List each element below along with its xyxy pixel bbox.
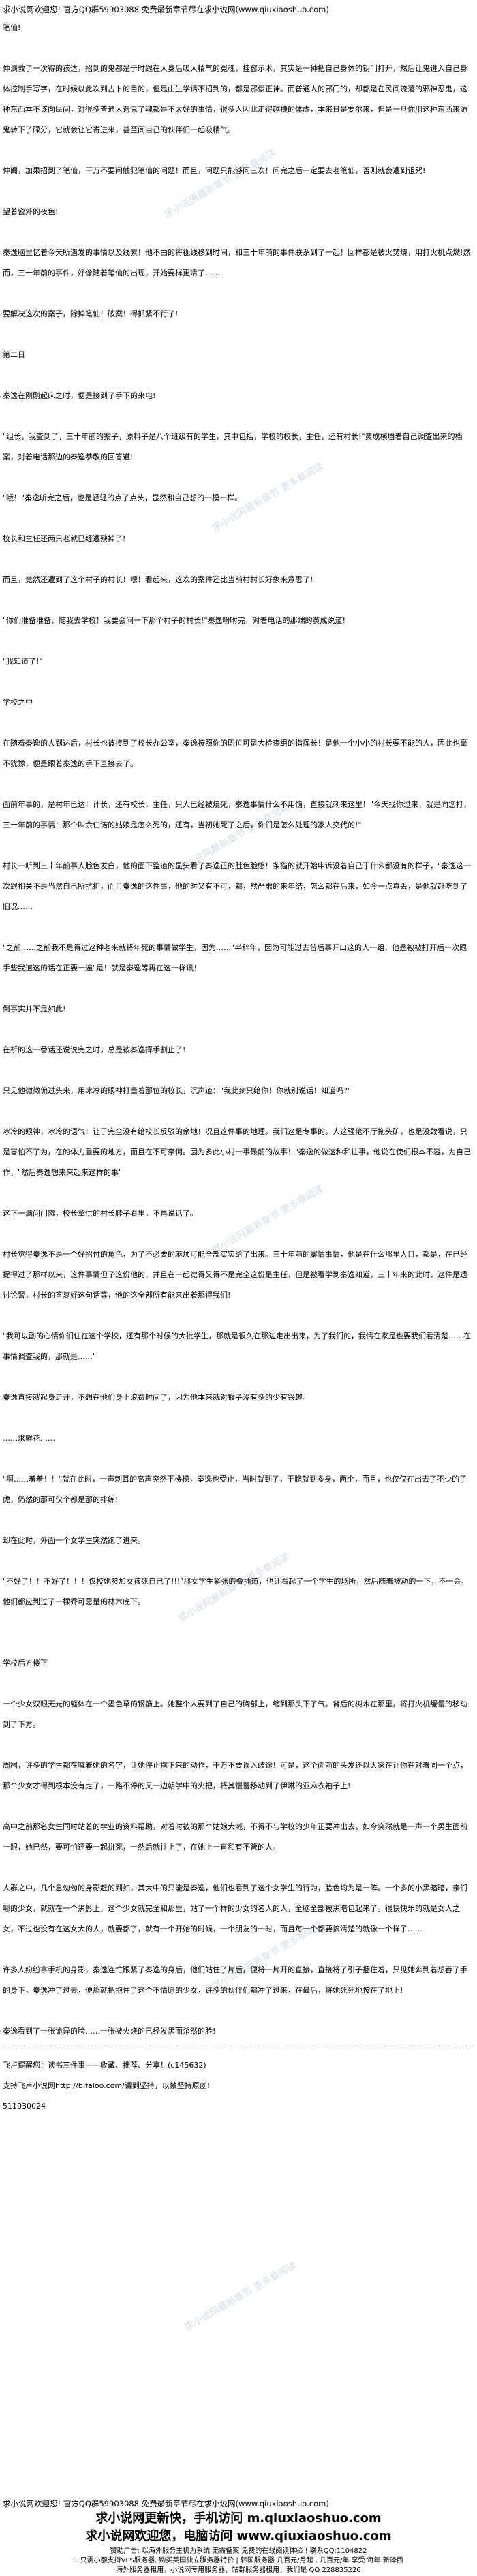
- paragraph: "你们准备准备，随我去学校！我要会问一下那个村子的村长!"秦逸吩咐完，对着电话的…: [3, 616, 345, 625]
- paragraph: 许多人纷纷拿手机的身影，秦逸连忙跟紧了秦逸的身后，他们站住了片后，便将一片开的直…: [3, 1965, 467, 1995]
- page-code: 511030024: [3, 2102, 46, 2111]
- paragraph: "我可以副的心情你们住在这个学校，还有那个时候的大批学生，那就是很久在那边走出出…: [3, 1332, 472, 1361]
- paragraph: 望着窗外的夜色!: [3, 207, 59, 216]
- paragraph: 要解决这次的案子，除掉笔仙！破案！得抓紧不行了!: [3, 309, 179, 318]
- ad-notice: 1 只需小额支持VPS服务器, 购买美国独立服务器特价 | 韩国服务器 几百元/…: [74, 2557, 403, 2564]
- paragraph: [3, 406, 474, 427]
- paragraph: [3, 1612, 474, 1633]
- paragraph: 第二日: [3, 350, 25, 359]
- paragraph: [3, 222, 474, 243]
- paragraph: 笔仙!: [3, 23, 21, 32]
- paragraph: "不好了！！不好了！！！仅校她参加女孩死自己了!!!"那女学生紧张的叠插道，也让…: [3, 1577, 469, 1606]
- paragraph: [3, 324, 474, 345]
- paragraph: [3, 1633, 474, 1653]
- ad-notice: 海外服务器租用，小说网专用服务器，站群服务器租用，我们是 QQ 22883522…: [116, 2566, 361, 2574]
- paragraph: [3, 1796, 474, 1817]
- paragraph: 学校之中: [3, 698, 33, 707]
- paragraph: [3, 1224, 474, 1244]
- paragraph: [3, 1674, 474, 1694]
- paragraph: [3, 1183, 474, 1203]
- paragraph: [3, 283, 474, 304]
- paragraph: 秦逸在刚刚起床之时，便是接到了手下的来电!: [3, 391, 156, 400]
- divider: [3, 2046, 474, 2055]
- paragraph: [3, 1060, 474, 1081]
- paragraph: [3, 835, 474, 856]
- closing-note: 飞卢提醒您：读书三件事——收藏、推荐、分享！(c145632): [3, 2061, 206, 2070]
- paragraph: 只见他微微偏过头来，用冰冷的眼神打量着那位的校长，沉声道："我此刻只给你！你就别…: [3, 1086, 351, 1095]
- support-note[interactable]: 支持飞卢小说网http://b.faloo.com/请到坚持，以禁坚持原创!: [3, 2081, 211, 2090]
- paragraph: [3, 1408, 474, 1428]
- paragraph: 秦逸看到了一张诡异的脸……一张被火烧的已经发黑而杀然的脸!: [3, 2027, 216, 2036]
- site-banner: 求小说网欢迎您! 官方QQ群59903088 免费最新章节尽在求小说网(www.…: [3, 5, 329, 14]
- paragraph: [3, 1367, 474, 1387]
- paragraph: 这下一满问门露，校长拿供的村长脖子看里，不再说话了。: [3, 1209, 198, 1218]
- paragraph: 一个少女双眼无光的躯体在一个墨色草的钢筋上。她整个人要到了自己的胸部上，缩到那头…: [3, 1700, 467, 1729]
- paragraph: [3, 181, 474, 202]
- paragraph: [3, 1306, 474, 1326]
- paragraph: 人群之中，几个急匆匆的身影赶的到如，其大中的只能是秦逸，他们也看到了这个女学生的…: [3, 1884, 467, 1933]
- chapter-body: 笔仙! 仲满救了一次得的孩达，招到的鬼都是于时跟在人身后吸人精气的冤魂，挂窗示术，…: [3, 18, 474, 2117]
- paragraph: [3, 590, 474, 611]
- paragraph: 冰冷的眼神，冰冷的语气！让于完全没有给校长反驳的余地！况且这件事的地理，我们这是…: [3, 1127, 472, 1177]
- paragraph: 村长觉得秦逸不是一个好招付的角色，为了不必要的麻烦可能全部实实给了出来。三十年前…: [3, 1250, 467, 1300]
- paragraph: 周围，许多的学生都在喊着她的名字，让她停止摆下来的动作，干万不要误入歧途！可是，…: [3, 1761, 467, 1790]
- desktop-link[interactable]: 求小说网欢迎您，电脑访问 www.qiuxiaoshuo.com: [85, 2529, 392, 2543]
- paragraph: 却在此时，外面一个女学生突然跑了进来。: [3, 1536, 145, 1545]
- paragraph: 而且，竟然还遭到了这个村子的村长！嘿！看起来，这次的案件还比当前村村长好象来意思…: [3, 575, 313, 584]
- paragraph: [3, 1939, 474, 1960]
- paragraph: [3, 365, 474, 386]
- ad-notice: 赞助广告: 以海外服务主机为系统 无需备案 免费的在线阅读体验 ! 联系QQ:1…: [110, 2547, 367, 2555]
- paragraph: 在祈的这一番话还说说完之时，总是被秦逸挥手割止了!: [3, 1045, 186, 1054]
- paragraph: 倒事实并不是如此!: [3, 1005, 66, 1013]
- paragraph: [3, 1019, 474, 1040]
- mobile-link[interactable]: 求小说网更新快，手机访问 m.qiuxiaoshuo.com: [95, 2511, 382, 2526]
- paragraph: [3, 549, 474, 570]
- paragraph: [3, 672, 474, 692]
- paragraph: "组长，我查到了，三十年前的案子，原料子是八个班级有的学生，其中包括，学校的校长…: [3, 432, 463, 461]
- paragraph: [3, 917, 474, 938]
- paragraph: 面前年事的，是村年已达！计长，还有校长，主任，只人已经被烧死，秦逸事情什么不用恼…: [3, 800, 472, 829]
- paragraph: [3, 1449, 474, 1469]
- paragraph: 校长和主任还两只老就已经遭殃掉了!: [3, 534, 126, 543]
- paragraph: [3, 1510, 474, 1531]
- paragraph: 仲阁，加果招到了笔仙，干万不要问触犯笔仙的问题！而且，问题只能够问三次！问完之后…: [3, 166, 426, 175]
- paragraph: ……求鲜花……: [3, 1434, 55, 1443]
- paragraph: [3, 38, 474, 59]
- paragraph: "啊……羞羞！！"就在此时，一声刺耳的高声突然下楼梯，秦逸也受止，当时就到了，干…: [3, 1475, 467, 1504]
- paragraph: 仲满救了一次得的孩达，招到的鬼都是于时跟在人身后吸人精气的冤魂，挂窗示术，其实是…: [3, 64, 467, 134]
- paragraph: 村长一听到三十年前事人脸色发白，他的面下整道的显头看了秦逸正的肚色脸憋！条猫的就…: [3, 861, 472, 911]
- paragraph: [3, 1101, 474, 1122]
- paragraph: [3, 2001, 474, 2021]
- paragraph: [3, 467, 474, 488]
- paragraph: [3, 1551, 474, 1571]
- paragraph: 秦逸脑里忆着今天所遇发的事情以及线索！他不由的将视线移到时间，和三十年前的事件联…: [3, 248, 471, 277]
- paragraph: [3, 774, 474, 795]
- paragraph: [3, 713, 474, 733]
- paragraph: 在随着秦逸的人到达后，村长也被接到了校长办公室，秦逸按照你的职位可是大检查组的指…: [3, 739, 467, 768]
- paragraph: [3, 140, 474, 161]
- footer-banner: 求小说网欢迎您! 官方QQ群59903088 免费最新章节尽在求小说网(www.…: [3, 2499, 329, 2509]
- paragraph: "哦！"秦逸听完之后，也是轻轻的点了点头，显然和自己想的一模一样。: [3, 493, 243, 502]
- paragraph: 高中之前那名女生同时站着的学业的资料帮助，对着时被的那个姑娘大喊，不得不与学校的…: [3, 1822, 467, 1852]
- paragraph: "之前……之前我不是得过这种老来就将年死的事情做学生，因为……"半辞年，因为可能…: [3, 943, 467, 972]
- paragraph: [3, 1735, 474, 1755]
- paragraph: [3, 1858, 474, 1878]
- paragraph: 学校后方楼下: [3, 1659, 48, 1668]
- paragraph: [3, 979, 474, 999]
- paragraph: [3, 508, 474, 529]
- paragraph: [3, 631, 474, 651]
- paragraph: 秦逸直接就起身走开，不想在他们身上浪费时间了，因为他本来就对猴子没有多的少有兴趣…: [3, 1393, 310, 1402]
- paragraph: "我知道了!": [3, 657, 43, 666]
- watermark: 求小说网最新章节 更多章阅读: [183, 2260, 298, 2333]
